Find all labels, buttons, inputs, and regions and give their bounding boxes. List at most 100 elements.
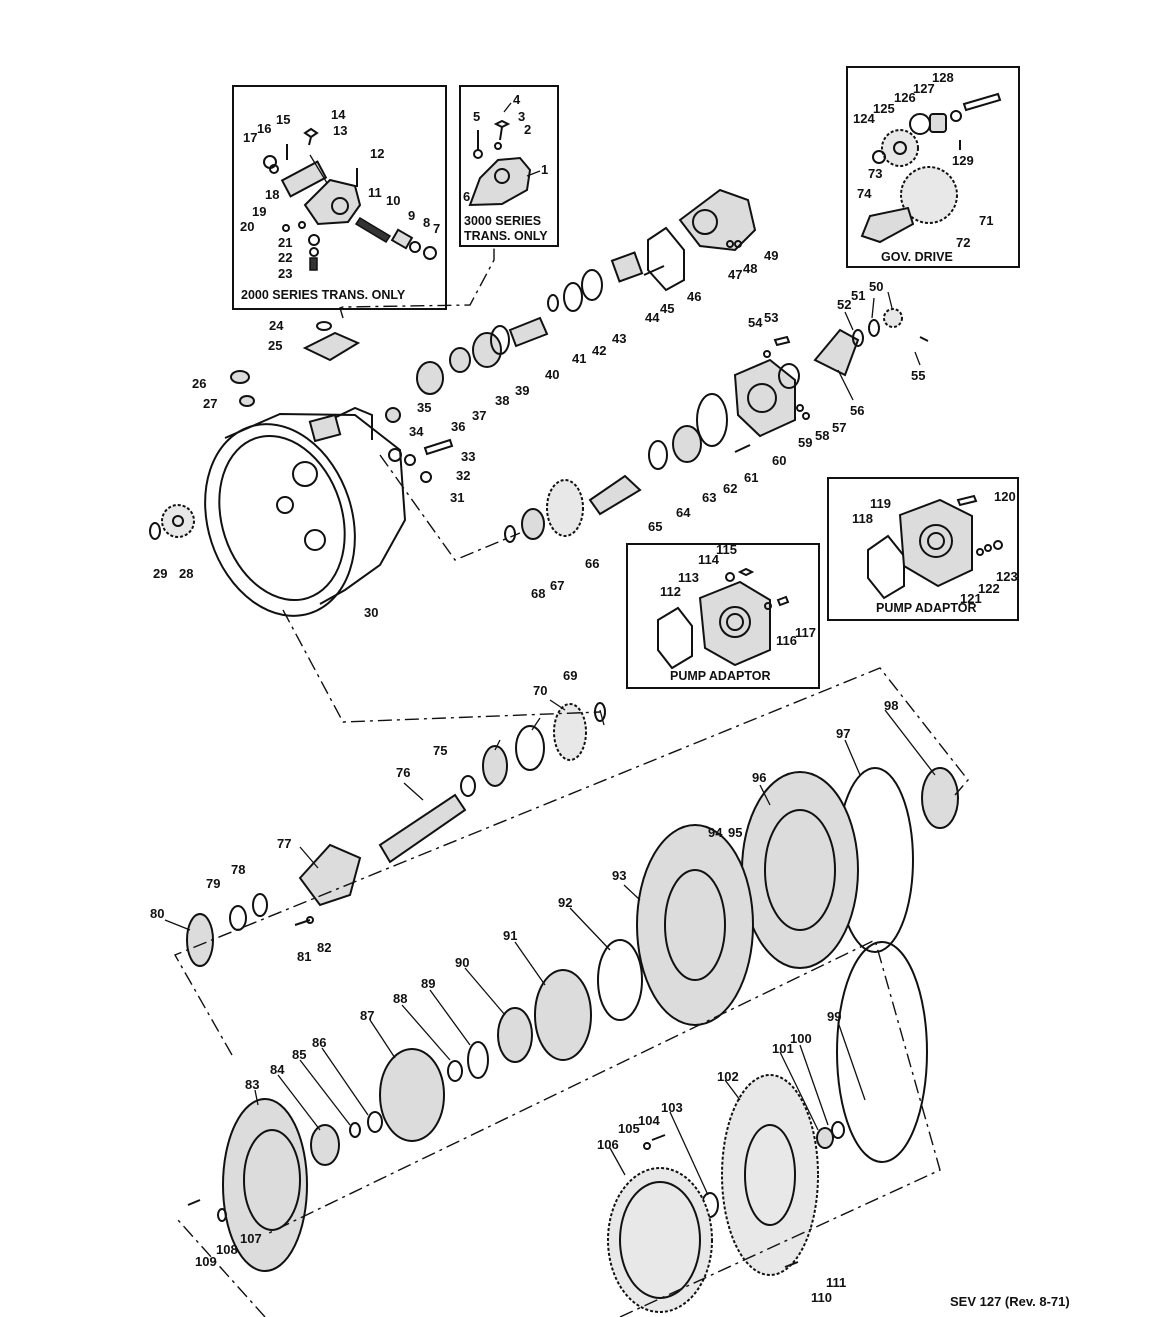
part-number: 42 bbox=[592, 343, 606, 358]
part-number: 40 bbox=[545, 367, 559, 382]
part-number: 33 bbox=[461, 449, 475, 464]
part-number: 35 bbox=[417, 400, 431, 415]
part-number: 84 bbox=[270, 1062, 285, 1077]
part-number: 103 bbox=[661, 1100, 683, 1115]
part-number: 82 bbox=[317, 940, 331, 955]
part-number: 69 bbox=[563, 668, 577, 683]
part-number: 66 bbox=[585, 556, 599, 571]
part-number: 97 bbox=[836, 726, 850, 741]
part-number: 50 bbox=[869, 279, 883, 294]
part-number: 44 bbox=[645, 310, 660, 325]
part-number: 87 bbox=[360, 1008, 374, 1023]
part-number: 116 bbox=[776, 633, 797, 648]
part-number: 120 bbox=[994, 489, 1016, 504]
part-number: 75 bbox=[433, 743, 447, 758]
part-number: 1 bbox=[541, 162, 548, 177]
part-number: 86 bbox=[312, 1035, 326, 1050]
part-number: 104 bbox=[638, 1113, 660, 1128]
part-number: 31 bbox=[450, 490, 464, 505]
part-number: 39 bbox=[515, 383, 529, 398]
part-number-labels: 1 2 3 4 5 6 7 8 9 10 11 12 13 14 15 16 1… bbox=[150, 70, 1018, 1305]
part-number: 96 bbox=[752, 770, 766, 785]
part-number: 49 bbox=[764, 248, 778, 263]
part-number: 48 bbox=[743, 261, 757, 276]
part-number: 81 bbox=[297, 949, 311, 964]
part-number: 64 bbox=[676, 505, 691, 520]
part-number: 114 bbox=[698, 552, 720, 567]
part-number: 53 bbox=[764, 310, 778, 325]
connector-lines bbox=[173, 246, 969, 1317]
part-number: 119 bbox=[870, 496, 891, 511]
upper-shaft-group bbox=[416, 188, 757, 395]
part-number: 122 bbox=[978, 581, 1000, 596]
part-number: 70 bbox=[533, 683, 547, 698]
part-number: 28 bbox=[179, 566, 193, 581]
part-number: 90 bbox=[455, 955, 469, 970]
part-number: 54 bbox=[748, 315, 763, 330]
part-number: 128 bbox=[932, 70, 954, 85]
inset-2000-series-label: 2000 SERIES TRANS. ONLY bbox=[241, 288, 406, 302]
part-number: 107 bbox=[240, 1231, 262, 1246]
part-number: 109 bbox=[195, 1254, 217, 1269]
part-number: 112 bbox=[660, 584, 681, 599]
part-number: 91 bbox=[503, 928, 517, 943]
part-number: 13 bbox=[333, 123, 347, 138]
part-number: 41 bbox=[572, 351, 586, 366]
part-number: 47 bbox=[728, 267, 742, 282]
part-number: 88 bbox=[393, 991, 407, 1006]
part-number: 113 bbox=[678, 570, 699, 585]
part-number: 61 bbox=[744, 470, 758, 485]
part-number: 20 bbox=[240, 219, 254, 234]
inset-gov-drive: GOV. DRIVE bbox=[846, 66, 1020, 268]
part-number: 101 bbox=[772, 1041, 794, 1056]
part-number: 94 bbox=[708, 825, 723, 840]
part-number: 57 bbox=[832, 420, 846, 435]
part-number: 83 bbox=[245, 1077, 259, 1092]
part-number: 77 bbox=[277, 836, 291, 851]
part-number: 124 bbox=[853, 111, 875, 126]
document-code: SEV 127 (Rev. 8-71) bbox=[950, 1294, 1070, 1309]
part-number: 58 bbox=[815, 428, 829, 443]
part-number: 62 bbox=[723, 481, 737, 496]
part-number: 29 bbox=[153, 566, 167, 581]
part-number: 92 bbox=[558, 895, 572, 910]
part-number: 127 bbox=[913, 81, 935, 96]
part-number: 106 bbox=[597, 1137, 619, 1152]
part-number: 125 bbox=[873, 101, 895, 116]
part-number: 23 bbox=[278, 266, 292, 281]
part-number: 80 bbox=[150, 906, 164, 921]
part-number: 10 bbox=[386, 193, 400, 208]
part-number: 16 bbox=[257, 121, 271, 136]
inset-pump-adaptor-2: PUMP ADAPTOR bbox=[827, 477, 1019, 621]
inset-2000-series: 2000 SERIES TRANS. ONLY bbox=[232, 85, 447, 310]
part-number: 126 bbox=[894, 90, 916, 105]
part-number: 108 bbox=[216, 1242, 238, 1257]
part-number: 71 bbox=[979, 213, 993, 228]
pump-adaptor-2-label: PUMP ADAPTOR bbox=[876, 601, 976, 615]
part-number: 121 bbox=[960, 591, 982, 606]
part-number: 38 bbox=[495, 393, 509, 408]
part-number: 34 bbox=[409, 424, 424, 439]
part-number: 60 bbox=[772, 453, 786, 468]
part-number: 9 bbox=[408, 208, 415, 223]
housing-group bbox=[149, 321, 454, 617]
part-number: 37 bbox=[472, 408, 486, 423]
part-number: 65 bbox=[648, 519, 662, 534]
part-number: 12 bbox=[370, 146, 384, 161]
part-number: 19 bbox=[252, 204, 266, 219]
part-number: 18 bbox=[265, 187, 279, 202]
part-number: 100 bbox=[790, 1031, 812, 1046]
part-number: 8 bbox=[423, 215, 430, 230]
part-number: 43 bbox=[612, 331, 626, 346]
part-number: 2 bbox=[524, 122, 531, 137]
converter-group bbox=[187, 767, 959, 1313]
part-number: 7 bbox=[433, 221, 440, 236]
part-number: 59 bbox=[798, 435, 812, 450]
part-number: 95 bbox=[728, 825, 742, 840]
inset-3000-series: 3000 SERIES TRANS. ONLY bbox=[459, 85, 559, 247]
part-number: 115 bbox=[716, 542, 737, 557]
part-number: 74 bbox=[857, 186, 872, 201]
part-number: 102 bbox=[717, 1069, 739, 1084]
part-number: 55 bbox=[911, 368, 925, 383]
